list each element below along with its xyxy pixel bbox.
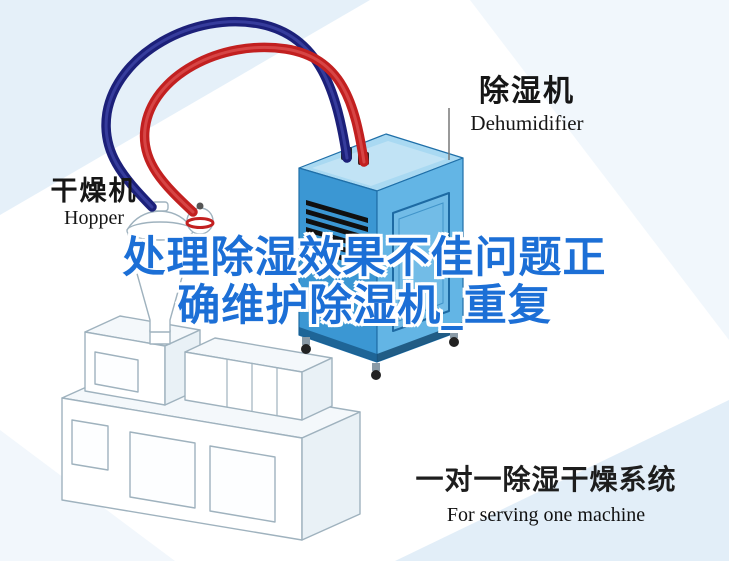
return-pipe [101, 16, 352, 212]
supply-pipe [139, 42, 369, 217]
hopper-label-zh: 干燥机 [50, 176, 138, 207]
door-handle [440, 244, 445, 260]
dehumidifier-label-en: Dehumidifier [470, 110, 584, 135]
caster-wheels [301, 330, 459, 380]
loader-cap [196, 202, 204, 210]
dehumidifier-illustration [298, 133, 464, 380]
machine-door-panel [129, 431, 196, 509]
system-caption-en: For serving one machine [446, 504, 646, 526]
machine-door-panel [209, 445, 276, 523]
vent-grille [306, 200, 368, 268]
hopper-label-en: Hopper [64, 207, 124, 230]
system-caption: 一对一除湿干燥系统 For serving one machine [412, 458, 680, 527]
dehumidifier-label-zh: 除湿机 [479, 74, 575, 109]
page-title-line2: 确维护除湿机_重复 [177, 281, 552, 332]
hopper-body [127, 232, 193, 333]
extruder-machine-illustration [61, 315, 361, 541]
system-caption-zh: 一对一除湿干燥系统 [415, 463, 677, 496]
dehumidifier-label: 除湿机 Dehumidifier [452, 76, 602, 134]
loader-red-band [185, 217, 215, 229]
page-title: 处理除湿效果不佳问题正 确维护除湿机_重复 [0, 234, 729, 330]
service-door [392, 192, 450, 332]
hopper-label: 干燥机 Hopper [44, 176, 144, 230]
page-title-line1: 处理除湿效果不佳问题正 [122, 233, 607, 283]
